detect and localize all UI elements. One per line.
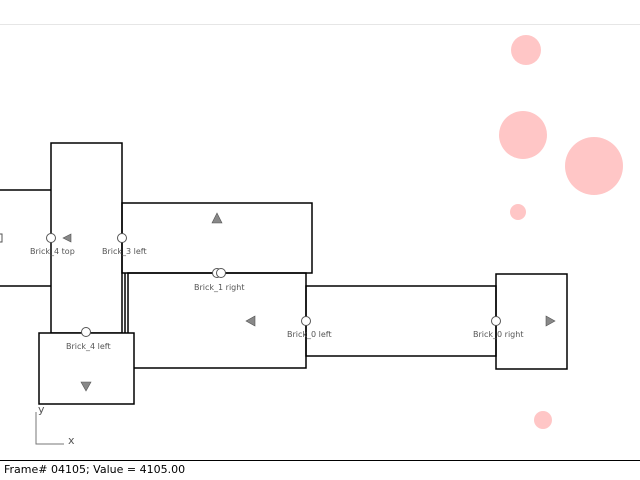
top-toolbar-strip [0,0,640,25]
connector-node[interactable] [216,268,226,278]
arrow-down-icon [80,381,92,392]
arrow-left-icon [245,315,256,327]
bubble [499,111,547,159]
connector-label: Brick_3 left [102,247,147,256]
brick-0-end[interactable] [495,273,568,370]
status-bar: Frame# 04105; Value = 4105.00 [0,460,640,480]
arrow-left-icon [62,233,72,243]
y-axis-label: y [38,403,45,416]
connector-label: Brick_0 right [473,330,523,339]
connector-label: Brick_0 left [287,330,332,339]
arrow-left-partial-icon [0,233,3,243]
axis-indicator [35,412,64,445]
connector-node[interactable] [117,233,127,243]
connector-node[interactable] [81,327,91,337]
brick-4-vertical[interactable] [50,142,123,334]
arrow-right-icon [545,315,556,327]
connector-node[interactable] [301,316,311,326]
bubble [534,411,552,429]
brick-left-partial[interactable] [0,189,51,287]
bubble [511,35,541,65]
connector-node[interactable] [46,233,56,243]
connector-node[interactable] [491,316,501,326]
x-axis-label: x [68,434,75,447]
connector-label: Brick_1 right [194,283,244,292]
connector-label: Brick_4 left [66,342,111,351]
connector-label: Brick_4 top [30,247,75,256]
bubble [565,137,623,195]
brick-4[interactable] [38,332,135,405]
simulation-canvas[interactable]: Brick_4 top Brick_3 left Brick_1 right B… [0,0,640,460]
arrow-up-icon [211,212,223,224]
status-text: Frame# 04105; Value = 4105.00 [4,463,186,476]
brick-0[interactable] [305,285,497,357]
bubble [510,204,526,220]
